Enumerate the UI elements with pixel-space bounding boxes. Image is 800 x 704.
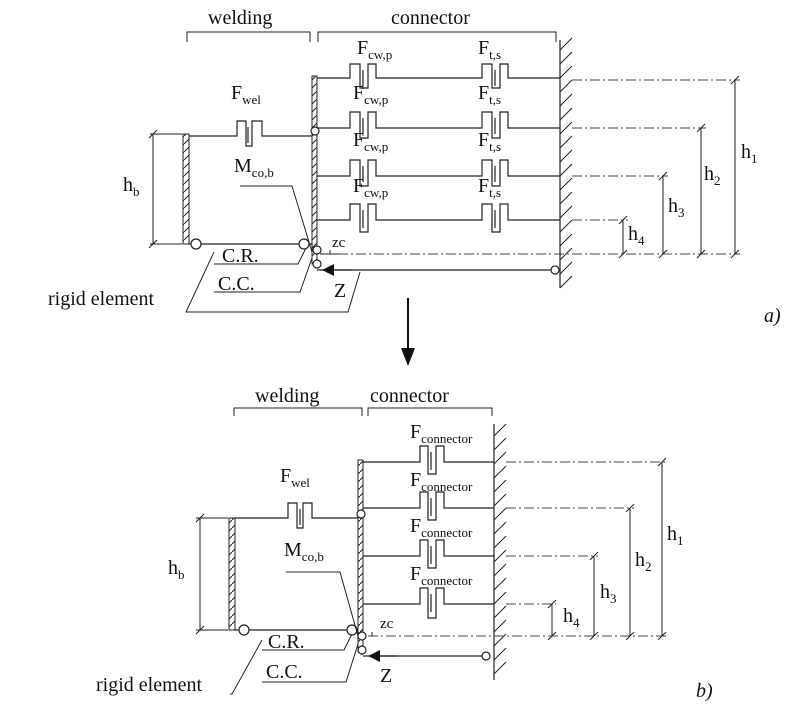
rigid-element-label: rigid element — [48, 288, 155, 310]
z-label: Z — [334, 280, 346, 302]
column-flange-b — [228, 517, 236, 631]
f-cwp-3-label: Fcw,p — [353, 129, 388, 154]
cc-label-b: C.C. — [266, 661, 303, 683]
panel-a: welding connector — [48, 7, 781, 327]
m-cob-label-b: Mco,b — [284, 539, 324, 564]
f-cwp-top-label: Fcw,p — [357, 37, 392, 62]
panel-a-labels: Fcw,p Ft,s Fcw,p Ft,s Fcw,p Ft,s Fcw,p F… — [48, 37, 781, 327]
height-dimensions-b — [547, 457, 667, 641]
connector-label: connector — [391, 7, 470, 29]
cr-label-b: C.R. — [268, 631, 305, 653]
height-reference-lines — [320, 79, 740, 255]
panel-b-label: b) — [696, 680, 713, 702]
f-connector-1-label: Fconnector — [410, 421, 473, 446]
cr-label: C.R. — [222, 245, 259, 267]
f-ts-4-label: Ft,s — [478, 175, 501, 200]
f-connector-4-label: Fconnector — [410, 563, 473, 588]
hb-label: hb — [123, 174, 140, 199]
h2-label: h2 — [704, 163, 721, 188]
panel-b: welding connector — [96, 385, 713, 702]
f-ts-2-label: Ft,s — [478, 82, 501, 107]
h3-label-b: h3 — [600, 581, 617, 606]
right-wall-hatch — [559, 37, 573, 289]
f-wel-label-b: Fwel — [280, 465, 310, 490]
connector-springs — [317, 63, 560, 233]
welding-label: welding — [208, 7, 272, 29]
connector-springs-b — [363, 445, 494, 619]
height-dimensions — [618, 75, 740, 259]
connector-label-b: connector — [370, 385, 449, 407]
f-cwp-4-label: Fcw,p — [353, 175, 388, 200]
end-plate — [311, 75, 318, 265]
f-wel-label: Fwel — [231, 82, 261, 107]
f-ts-top-label: Ft,s — [478, 37, 501, 62]
cc-label: C.C. — [218, 273, 255, 295]
end-plate-b — [357, 459, 364, 653]
rigid-element-label-b: rigid element — [96, 674, 203, 696]
f-ts-3-label: Ft,s — [478, 129, 501, 154]
transform-arrow — [401, 298, 415, 366]
connector-bracket — [317, 31, 557, 42]
f-connector-2-label: Fconnector — [410, 469, 473, 494]
panel-b-labels: Fconnector Fconnector Fconnector Fconnec… — [96, 421, 713, 702]
h1-label-b: h1 — [667, 523, 684, 548]
hb-label-b: hb — [168, 557, 185, 582]
m-cob-label: Mco,b — [234, 155, 274, 180]
h1-label: h1 — [741, 141, 758, 166]
right-wall-hatch-b — [493, 423, 507, 675]
column-flange — [182, 133, 190, 245]
f-connector-3-label: Fconnector — [410, 515, 473, 540]
zc-label-b: zc — [380, 616, 394, 632]
h3-label: h3 — [668, 195, 685, 220]
h4-label-b: h4 — [563, 605, 580, 630]
welding-bracket — [186, 31, 311, 42]
zc-label: zc — [332, 235, 346, 251]
f-cwp-2-label: Fcw,p — [353, 82, 388, 107]
h2-label-b: h2 — [635, 549, 652, 574]
z-label-b: Z — [380, 665, 392, 687]
welding-label-b: welding — [255, 385, 319, 407]
h4-label: h4 — [628, 223, 645, 248]
welding-spring — [189, 120, 312, 147]
height-reference-lines-b — [368, 461, 666, 637]
panel-a-label: a) — [764, 305, 781, 327]
